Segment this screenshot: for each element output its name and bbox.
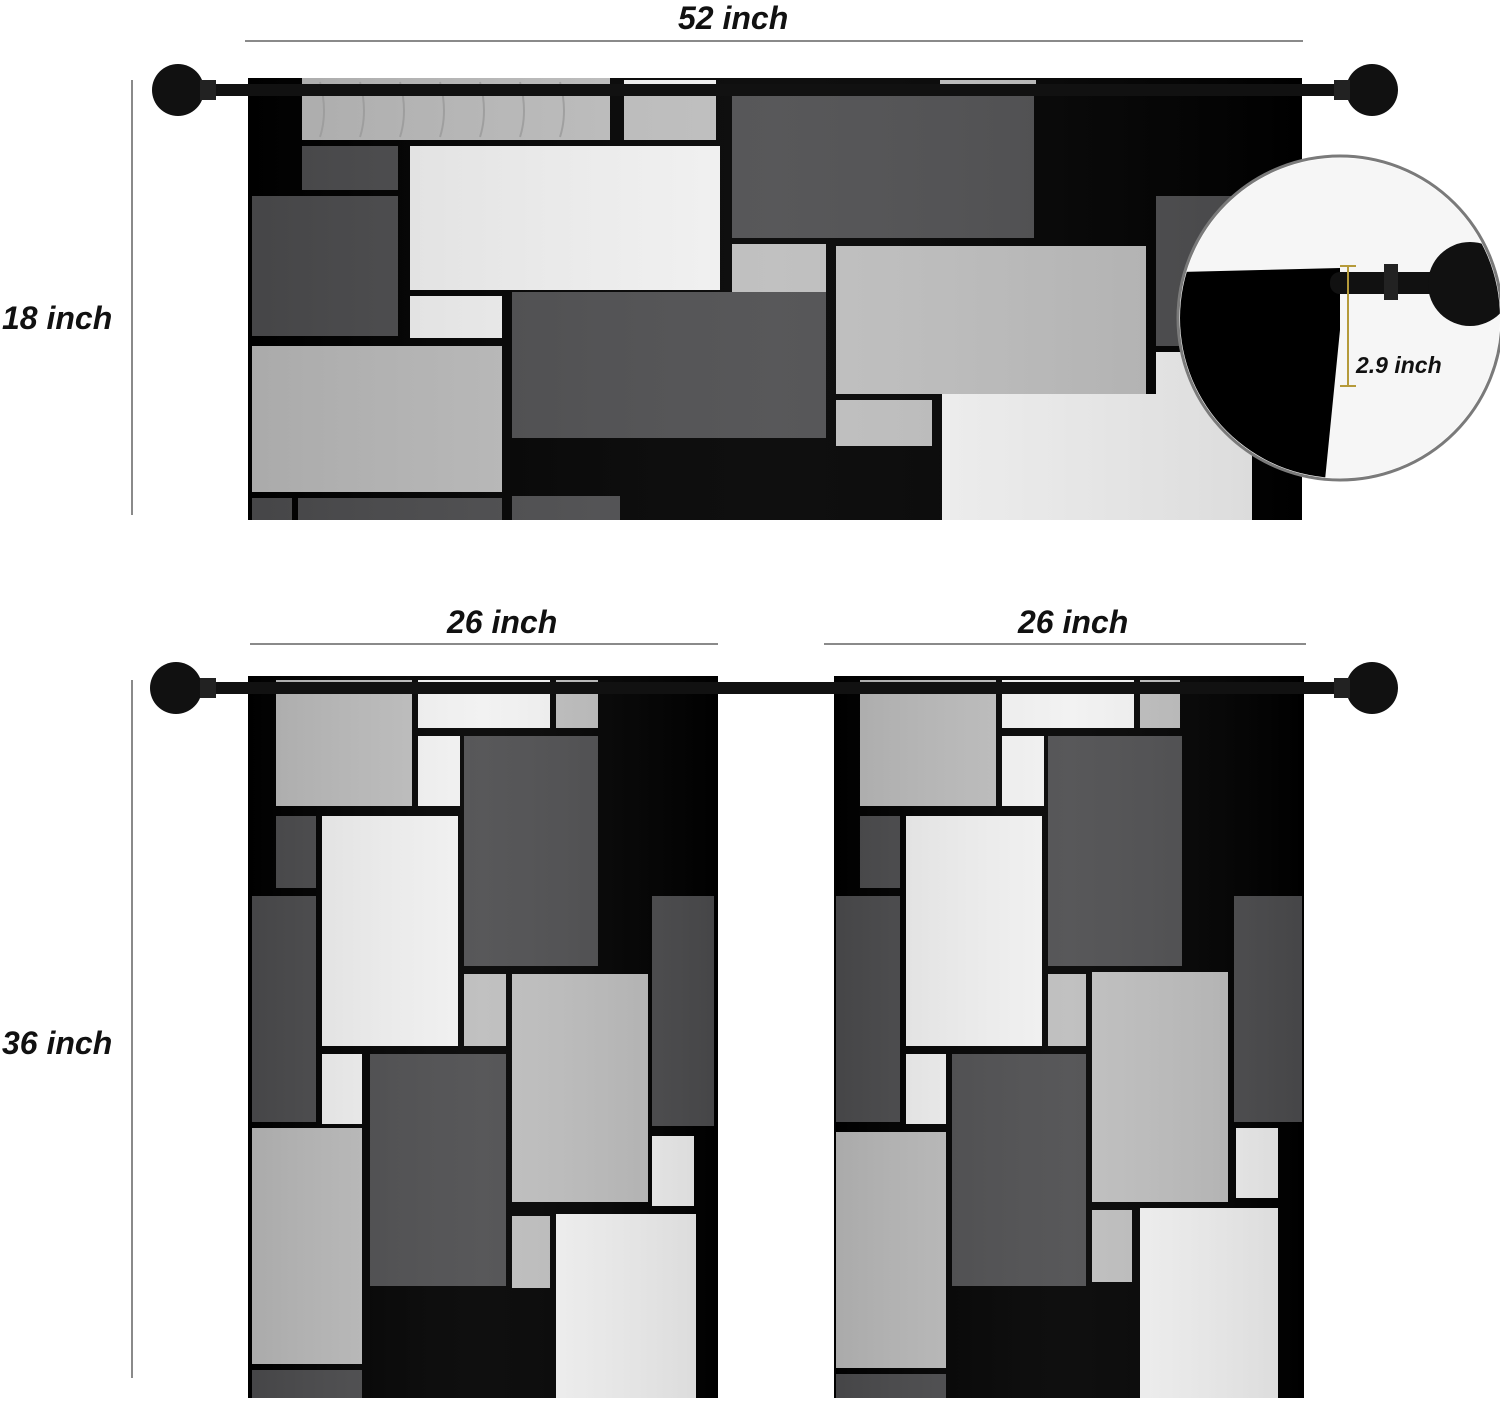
- rod-pocket-label: 2.9 inch: [1356, 352, 1442, 378]
- tier-left-panel: [248, 676, 718, 1398]
- rod-pocket-zoom-inset: [1176, 154, 1500, 482]
- valance-rod: [152, 64, 1398, 116]
- valance-width-line: [245, 40, 1303, 42]
- tier-height-label: 36 inch: [2, 1025, 113, 1061]
- tier-right-panel: [834, 676, 1304, 1398]
- valance-height-line: [131, 80, 133, 515]
- tier-rod: [150, 662, 1398, 714]
- tier-right-width-label: 26 inch: [1018, 604, 1129, 640]
- tier-right-width-line: [824, 643, 1306, 645]
- tier-height-line: [131, 680, 133, 1378]
- tier-left-width-label: 26 inch: [447, 604, 558, 640]
- valance-height-label: 18 inch: [2, 300, 113, 336]
- valance-panel: [248, 78, 1302, 520]
- valance-width-label: 52 inch: [678, 0, 789, 36]
- tier-left-width-line: [250, 643, 718, 645]
